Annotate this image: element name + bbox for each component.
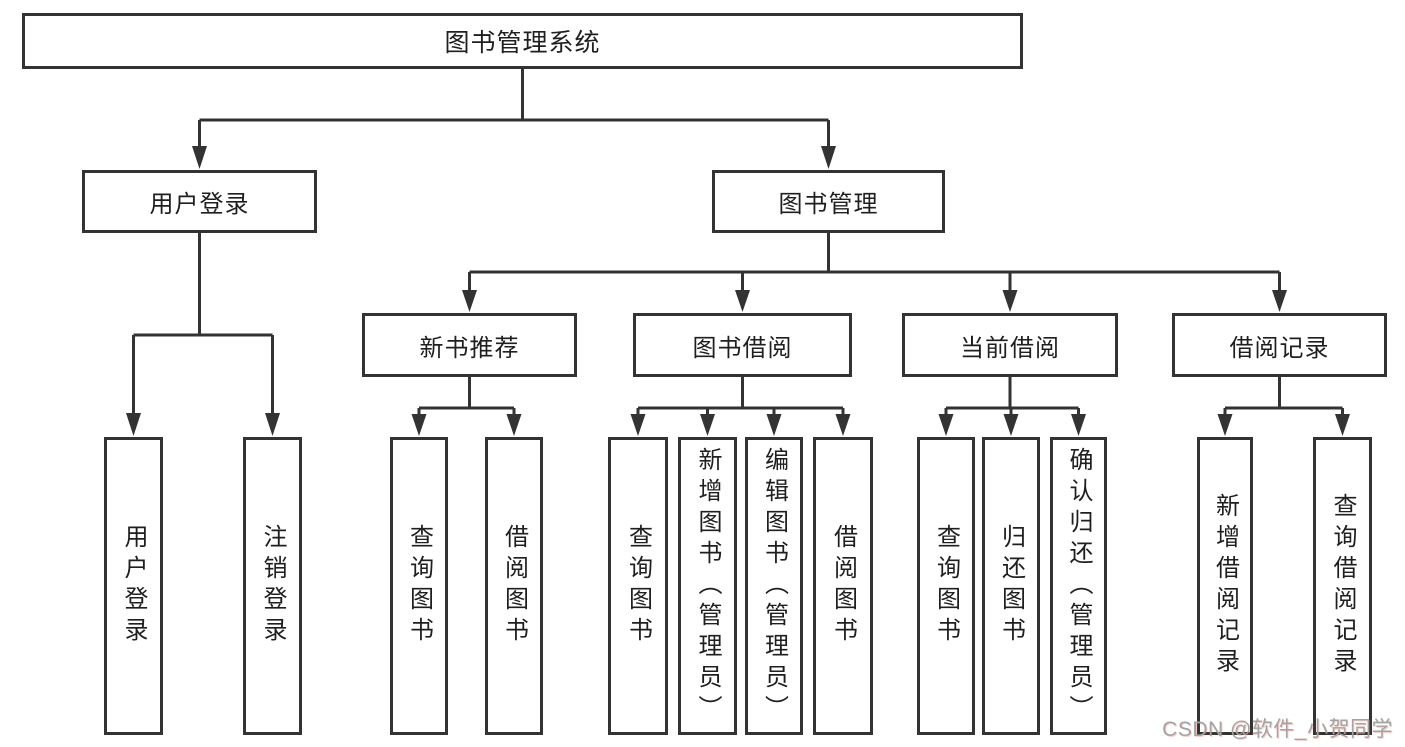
node-new-book-recommend: 新书推荐 — [362, 313, 577, 377]
leaf-add-borrow-record: 新增借阅记录 — [1197, 437, 1253, 735]
leaf-query-borrow-record: 查询借阅记录 — [1313, 437, 1372, 735]
leaf-return-book: 归还图书 — [982, 437, 1040, 735]
node-book-borrow: 图书借阅 — [633, 313, 852, 377]
node-user-login: 用户登录 — [82, 170, 317, 233]
leaf-logout-login: 注销登录 — [243, 437, 302, 735]
leaf-query-books-borrow: 查询图书 — [608, 437, 668, 735]
connector-root-to-level2 — [198, 69, 830, 147]
connector-borrow-records-to-leaves — [1223, 377, 1344, 415]
connector-book-management-to-level3 — [468, 233, 1281, 290]
arrowheads — [126, 146, 1350, 436]
leaf-edit-book-admin: 编辑图书（管理员） — [745, 437, 803, 735]
csdn-watermark: CSDN @软件_小贺同学 — [1162, 718, 1393, 741]
node-book-management: 图书管理 — [712, 170, 945, 233]
leaf-borrow-books-recommend: 借阅图书 — [485, 437, 543, 735]
node-current-borrow: 当前借阅 — [902, 313, 1118, 377]
leaf-add-book-admin: 新增图书（管理员） — [678, 437, 737, 735]
node-borrow-records: 借阅记录 — [1172, 313, 1387, 377]
connector-current-borrow-to-leaves — [944, 377, 1080, 415]
leaf-borrow-books: 借阅图书 — [813, 437, 873, 735]
leaf-confirm-return-admin: 确认归还（管理员） — [1050, 437, 1107, 735]
connector-user-login-to-leaves — [132, 233, 274, 414]
leaf-query-books-recommend: 查询图书 — [390, 437, 448, 735]
connector-new-book-to-leaves — [417, 377, 516, 415]
node-library-management-system: 图书管理系统 — [22, 13, 1023, 69]
leaf-user-login: 用户登录 — [104, 437, 163, 735]
connector-book-borrow-to-leaves — [636, 377, 845, 415]
leaf-query-books-current: 查询图书 — [917, 437, 975, 735]
